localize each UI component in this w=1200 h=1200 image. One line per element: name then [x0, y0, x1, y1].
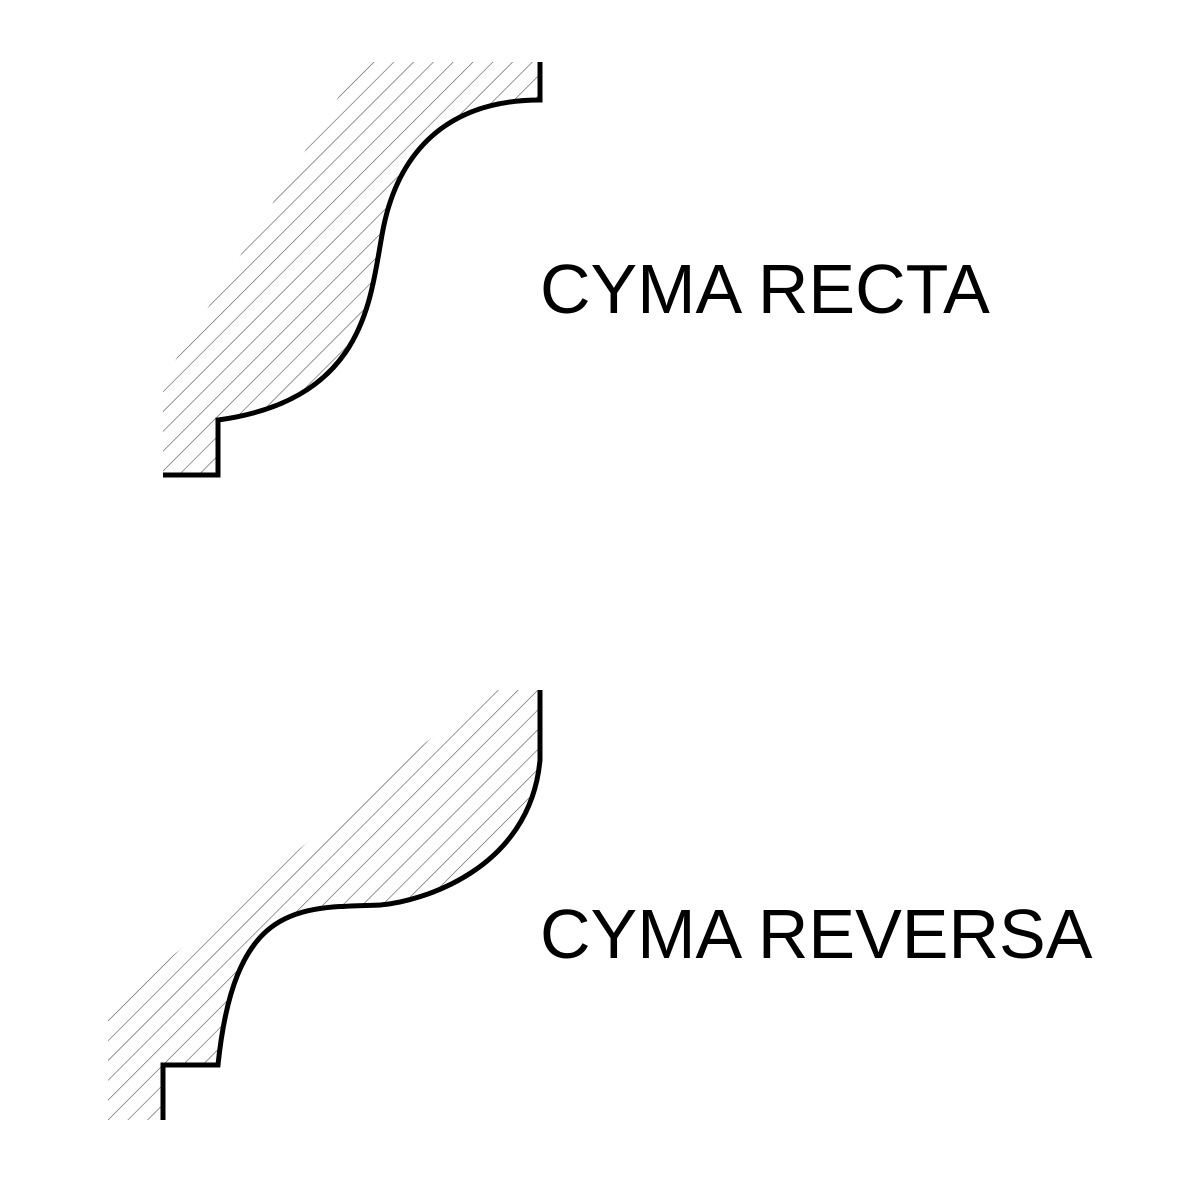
cyma-recta-label: CYMA RECTA	[540, 250, 990, 328]
cyma-reversa-profile	[108, 690, 543, 1120]
cyma-recta-hatching	[163, 62, 540, 475]
cyma-recta-profile	[163, 62, 543, 478]
cyma-reversa-outline	[160, 690, 543, 1120]
cyma-reversa-hatching	[108, 690, 540, 1120]
cyma-recta-outline	[163, 62, 543, 478]
cyma-reversa-label: CYMA REVERSA	[540, 895, 1093, 973]
